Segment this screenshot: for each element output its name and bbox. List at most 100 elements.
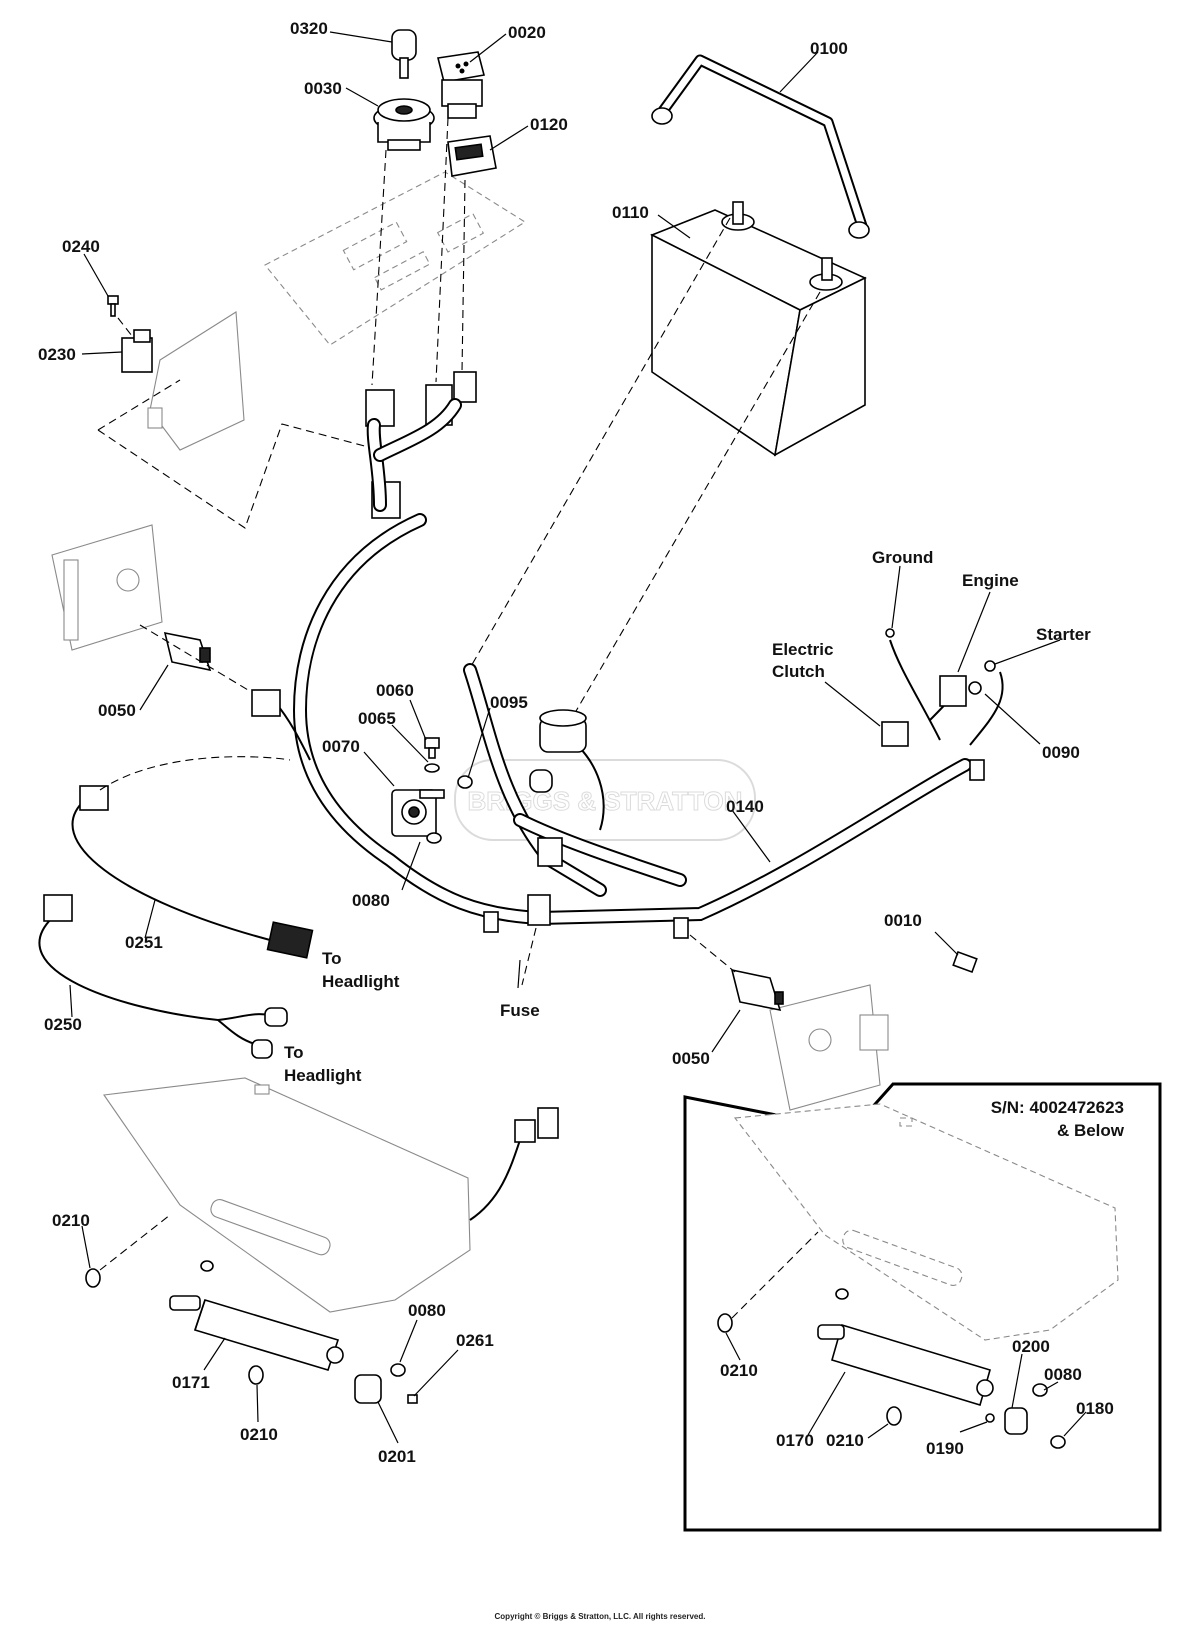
- callout-0070: 0070: [322, 737, 360, 756]
- callout-0201: 0201: [378, 1447, 416, 1466]
- fuse-holder: [457, 769, 563, 867]
- callout-0080-top: 0080: [352, 891, 390, 910]
- wiring-harness: [274, 398, 1004, 926]
- harness-clip: [673, 917, 689, 939]
- label-electric-clutch-2: Clutch: [772, 662, 825, 681]
- ignition-key: [391, 29, 417, 79]
- hour-meter: [447, 135, 497, 177]
- callout-0210-a: 0210: [52, 1211, 90, 1230]
- rivet-0210: [886, 1406, 902, 1426]
- callout-0065: 0065: [358, 709, 396, 728]
- battery-holddown: [651, 54, 870, 239]
- headlight-harness-0251: [71, 756, 314, 959]
- bracket-left: [51, 524, 163, 651]
- washer-0190: [985, 1413, 995, 1423]
- callout-0110: 0110: [612, 203, 649, 222]
- callout-0210-c: 0210: [720, 1361, 758, 1380]
- connector-0050-left: [163, 631, 212, 672]
- ring-terminal-0090: [968, 681, 982, 695]
- callout-0080-inset: 0080: [1044, 1365, 1082, 1384]
- nut-0080-top: [426, 832, 442, 844]
- callout-0090: 0090: [1042, 743, 1080, 762]
- callout-0020: 0020: [508, 23, 546, 42]
- callouts: 0320 0020 0030 0120 0100 0110 0240 0230 …: [38, 19, 1114, 1466]
- callout-0010: 0010: [884, 911, 922, 930]
- screw-0261: [407, 1394, 418, 1404]
- callout-0240: 0240: [62, 237, 100, 256]
- harness-clip: [483, 911, 499, 933]
- callout-0200: 0200: [1012, 1337, 1050, 1356]
- washer-0065: [424, 763, 440, 773]
- seat-switch-bracket: [147, 311, 245, 451]
- callout-0210-b: 0210: [240, 1425, 278, 1444]
- label-to-headlight-a-1: To: [322, 949, 342, 968]
- starter-solenoid: [391, 789, 445, 837]
- rivet-0210: [717, 1313, 733, 1333]
- label-electric-clutch-1: Electric: [772, 640, 833, 659]
- callout-0095: 0095: [490, 693, 528, 712]
- callout-0080-bottom: 0080: [408, 1301, 446, 1320]
- callout-0050-left: 0050: [98, 701, 136, 720]
- label-engine: Engine: [962, 571, 1019, 590]
- callout-0170: 0170: [776, 1431, 814, 1450]
- pto-switch: [437, 51, 485, 119]
- nut: [200, 1260, 214, 1272]
- connector-0050-right: [730, 968, 784, 1012]
- callout-0050-right: 0050: [672, 1049, 710, 1068]
- label-starter: Starter: [1036, 625, 1091, 644]
- nut-0080: [390, 1363, 406, 1377]
- inset-serial-line-1: S/N: 4002472623: [991, 1098, 1124, 1117]
- bracket-0201: [354, 1374, 382, 1404]
- battery: [650, 201, 867, 457]
- callout-0250: 0250: [44, 1015, 82, 1034]
- clutch-connector: [881, 721, 909, 747]
- headlight-0171: [169, 1295, 344, 1371]
- nut-0180: [1050, 1435, 1066, 1449]
- label-to-headlight-b-2: Headlight: [284, 1066, 362, 1085]
- harness-clip: [969, 759, 985, 781]
- label-to-headlight-b-1: To: [284, 1043, 304, 1062]
- seat-switch: [121, 329, 153, 373]
- nut: [835, 1288, 849, 1300]
- leader-lines: [69, 31, 1087, 1444]
- engine-connector: [939, 675, 967, 707]
- callout-0100: 0100: [810, 39, 848, 58]
- callout-0140: 0140: [726, 797, 764, 816]
- callout-0230: 0230: [38, 345, 76, 364]
- callout-0060: 0060: [376, 681, 414, 700]
- hood-panel: [103, 1077, 471, 1313]
- harness-connector-left: [251, 689, 281, 717]
- inset-serial-line-2: & Below: [1057, 1121, 1125, 1140]
- battery-boot: [539, 709, 587, 753]
- callout-0120: 0120: [530, 115, 568, 134]
- inset-box: [683, 1082, 1162, 1532]
- hood-harness: [469, 1107, 559, 1221]
- callout-0171: 0171: [172, 1373, 210, 1392]
- bracket-0200: [1004, 1407, 1028, 1435]
- screw-0240: [107, 295, 119, 317]
- callout-0251: 0251: [125, 933, 163, 952]
- copyright-notice: Copyright © Briggs & Stratton, LLC. All …: [494, 1612, 706, 1621]
- label-fuse: Fuse: [500, 1001, 540, 1020]
- headlight-harness-0250: [38, 894, 288, 1059]
- ignition-switch: [373, 98, 435, 151]
- callout-0320: 0320: [290, 19, 328, 38]
- fuse-connector: [527, 894, 551, 926]
- rivet-0210: [85, 1268, 101, 1288]
- headlight-0170: [817, 1323, 994, 1407]
- rivet-0210: [248, 1365, 264, 1385]
- starter-terminal: [984, 660, 996, 672]
- ground-terminal: [885, 628, 895, 638]
- callout-0030: 0030: [304, 79, 342, 98]
- bracket-right: [769, 984, 889, 1111]
- nut-0080: [1032, 1383, 1048, 1397]
- callout-0261: 0261: [456, 1331, 494, 1350]
- bolt-0060: [424, 737, 440, 759]
- word-labels: Ground Engine Starter Electric Clutch Fu…: [284, 548, 1125, 1140]
- dash-panel: [264, 171, 527, 346]
- label-ground: Ground: [872, 548, 933, 567]
- label-to-headlight-a-2: Headlight: [322, 972, 400, 991]
- callout-0190: 0190: [926, 1439, 964, 1458]
- callout-0210-d: 0210: [826, 1431, 864, 1450]
